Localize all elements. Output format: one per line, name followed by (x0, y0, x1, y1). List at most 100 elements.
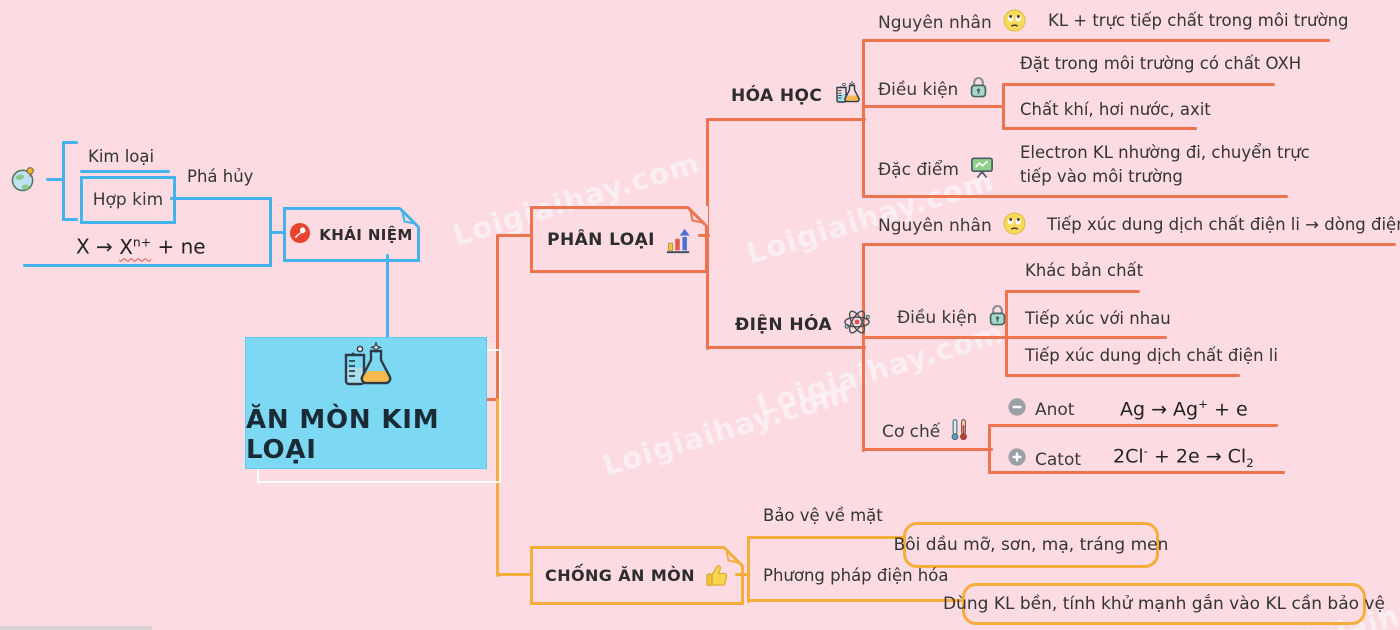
electrochemical-condition-3: Tiếp xúc dung dịch chất điện li (1025, 346, 1278, 365)
rolling-eyes-face-icon (1003, 9, 1026, 37)
chemical-condition-1: Đặt trong môi trường có chất OXH (1020, 54, 1302, 73)
classification-out-connector (698, 234, 710, 237)
electrochemical-cause-underline (862, 243, 1396, 246)
pin-icon (290, 222, 311, 247)
destroy-underline (170, 197, 272, 200)
mechanism-label-text: Cơ chế (882, 422, 941, 442)
chemical-cause-text: KL + trực tiếp chất trong môi trường (1048, 11, 1349, 30)
classification-node-title: PHÂN LOẠI (547, 229, 655, 250)
concept-item-metal: Kim loại (88, 147, 155, 166)
feature-label-text: Đặc điểm (878, 160, 959, 180)
surface-underline (747, 536, 905, 539)
chemical-cause-underline (862, 39, 1330, 42)
metal-underline (80, 170, 170, 173)
concept-to-central-line (386, 254, 389, 339)
surface-protection-text: Bôi dầu mỡ, sơn, mạ, tráng men (893, 535, 1169, 555)
concept-item-alloy-box: Hợp kim (80, 176, 176, 224)
chemical-feature-label: Đặc điểm (878, 156, 994, 184)
anode-row: Anot (1008, 398, 1074, 421)
lock-icon (969, 76, 988, 104)
concept-node: KHÁI NIỆM (283, 207, 420, 262)
rolling-eyes-face-icon (1003, 212, 1026, 240)
cathode-label: Catot (1035, 449, 1082, 470)
chemical-title: HÓA HỌC (731, 86, 823, 106)
electrochemical-cause-text: Tiếp xúc dung dịch chất điện li → dòng đ… (1047, 215, 1400, 234)
electrochemical-cause-label: Nguyên nhân (878, 212, 1026, 240)
flask-icon (833, 80, 861, 112)
chemical-feature-line1: Electron KL nhường đi, chuyển trực (1020, 143, 1310, 162)
prevention-trunk (496, 398, 499, 577)
prevention-node-title: CHỐNG ĂN MÒN (545, 566, 695, 585)
electrochemical-condition2-underline (1005, 336, 1167, 339)
concept-formula: X → Xn+ + ne (76, 234, 206, 259)
concept-bracket-line (62, 218, 78, 221)
central-right-connector (485, 398, 498, 401)
prevention-sub-trunk (747, 536, 750, 603)
electrochemical-title: ĐIỆN HÓA (735, 314, 832, 335)
cathode-formula: 2Cl- + 2e → Cl2 (1113, 444, 1254, 471)
central-node-title: ĂN MÒN KIM LOẠI (246, 405, 440, 465)
electrochemical-trunk (862, 243, 865, 452)
concept-connector (269, 231, 286, 234)
cause-label-text: Nguyên nhân (878, 216, 992, 236)
folded-corner-icon (400, 207, 420, 227)
prevention-node: CHỐNG ĂN MÒN (530, 546, 744, 605)
mechanism-connector (862, 448, 993, 451)
electro-method-underline (747, 599, 965, 602)
surface-protection-box: Bôi dầu mỡ, sơn, mạ, tráng men (894, 522, 1168, 568)
concept-bracket-line (46, 178, 63, 181)
scrollbar-fragment[interactable] (0, 626, 152, 630)
central-node: ĂN MÒN KIM LOẠI (245, 337, 487, 469)
formula-underline (23, 264, 272, 267)
flask-icon (338, 341, 394, 397)
atom-icon (843, 308, 871, 341)
electrochemical-condition-1: Khác bản chất (1025, 261, 1144, 280)
chemical-cause-label: Nguyên nhân (878, 9, 1026, 37)
earth-icon (11, 165, 36, 196)
folded-corner-icon (724, 546, 744, 566)
chemical-feature-line2: tiếp vào môi trường (1020, 167, 1183, 186)
electrochemical-condition1-underline (1005, 290, 1140, 293)
surface-protection-label: Bảo vệ về mặt (763, 506, 883, 525)
chemical-condition-bracket (1002, 83, 1005, 130)
electro-method-label: Phương pháp điện hóa (763, 566, 949, 585)
chemical-condition1-underline (1002, 83, 1275, 86)
chemical-trunk (862, 39, 865, 198)
cause-label-text: Nguyên nhân (878, 13, 992, 33)
electrochemical-underline (706, 346, 866, 349)
chemical-condition-connector (862, 105, 1005, 108)
concept-bracket-line (62, 141, 78, 144)
classification-trunk (496, 234, 499, 400)
minus-circle-icon (1008, 398, 1026, 421)
electro-method-box: Dùng KL bền, tính khử mạnh gắn vào KL cầ… (943, 583, 1385, 625)
anode-underline (988, 424, 1278, 427)
chemical-condition-2: Chất khí, hơi nước, axit (1020, 100, 1211, 119)
electrochemical-condition-bracket (1005, 290, 1008, 377)
anode-formula: Ag → Ag+ + e (1120, 397, 1248, 421)
cathode-underline (988, 471, 1285, 474)
thermometer-icon (951, 418, 968, 446)
concept-item-alloy: Hợp kim (92, 190, 164, 210)
mechanism-label: Cơ chế (882, 418, 968, 446)
plus-circle-icon (1008, 448, 1026, 471)
electrochemical-condition-label: Điều kiện (897, 304, 1007, 332)
chemical-underline (706, 118, 866, 121)
chemical-condition2-underline (1002, 127, 1197, 130)
folded-corner-icon (688, 206, 708, 226)
cathode-row: Catot (1008, 448, 1081, 471)
chemical-condition-label: Điều kiện (878, 76, 988, 104)
bar-chart-icon (664, 228, 691, 258)
mechanism-bracket (988, 424, 991, 474)
electrochemical-condition3-underline (1005, 374, 1240, 377)
anode-label: Anot (1035, 399, 1075, 420)
electrochemical-branch-label: ĐIỆN HÓA (735, 308, 871, 341)
presentation-board-icon (970, 156, 994, 184)
condition-label-text: Điều kiện (897, 308, 978, 328)
watermark: Loigiaihay.com (598, 375, 854, 483)
chemical-branch-label: HÓA HỌC (731, 80, 861, 112)
classification-connector (497, 234, 533, 237)
condition-label-text: Điều kiện (878, 80, 959, 100)
electrochemical-condition-connector (862, 336, 1010, 339)
concept-bracket-line (62, 141, 65, 221)
